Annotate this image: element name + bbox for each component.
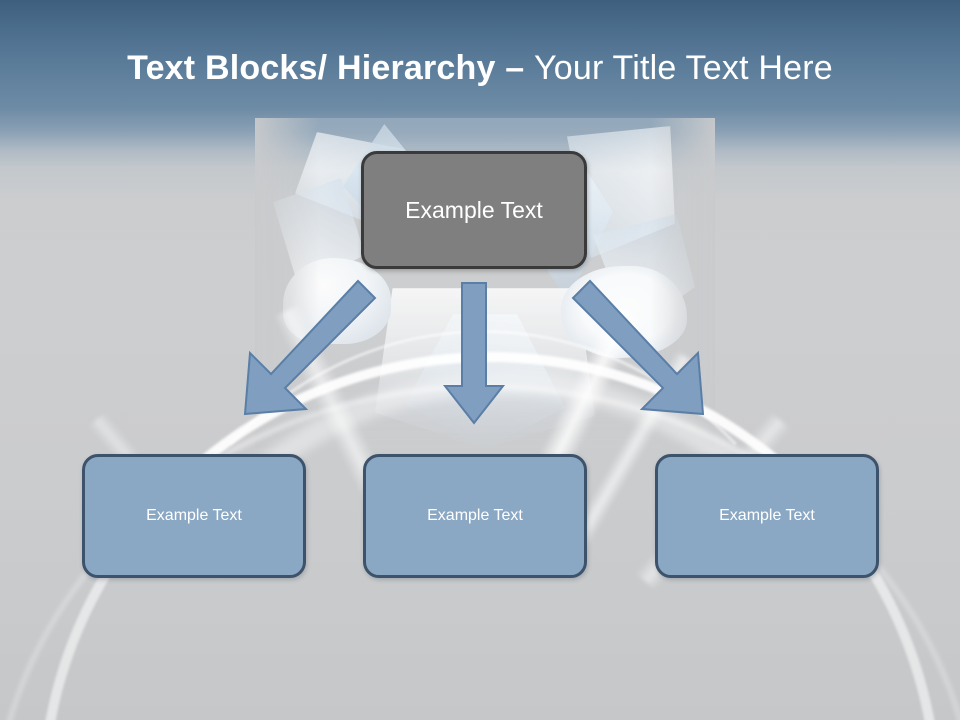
title-dash: – (495, 49, 535, 87)
hierarchy-child-node-2[interactable]: Example Text (363, 454, 587, 578)
hierarchy-top-node[interactable]: Example Text (361, 151, 587, 269)
hierarchy-child-node-1-label: Example Text (146, 507, 242, 524)
hierarchy-top-node-label: Example Text (405, 196, 543, 223)
slide-title: Text Blocks/ Hierarchy – Your Title Text… (0, 46, 960, 90)
hierarchy-child-node-2-label: Example Text (427, 507, 523, 524)
hierarchy-child-node-1[interactable]: Example Text (82, 454, 306, 578)
hierarchy-child-node-3-label: Example Text (719, 507, 815, 524)
title-light-part: Your Title Text Here (534, 49, 833, 87)
title-bold-part: Text Blocks/ Hierarchy (127, 49, 496, 87)
hierarchy-child-node-3[interactable]: Example Text (655, 454, 879, 578)
